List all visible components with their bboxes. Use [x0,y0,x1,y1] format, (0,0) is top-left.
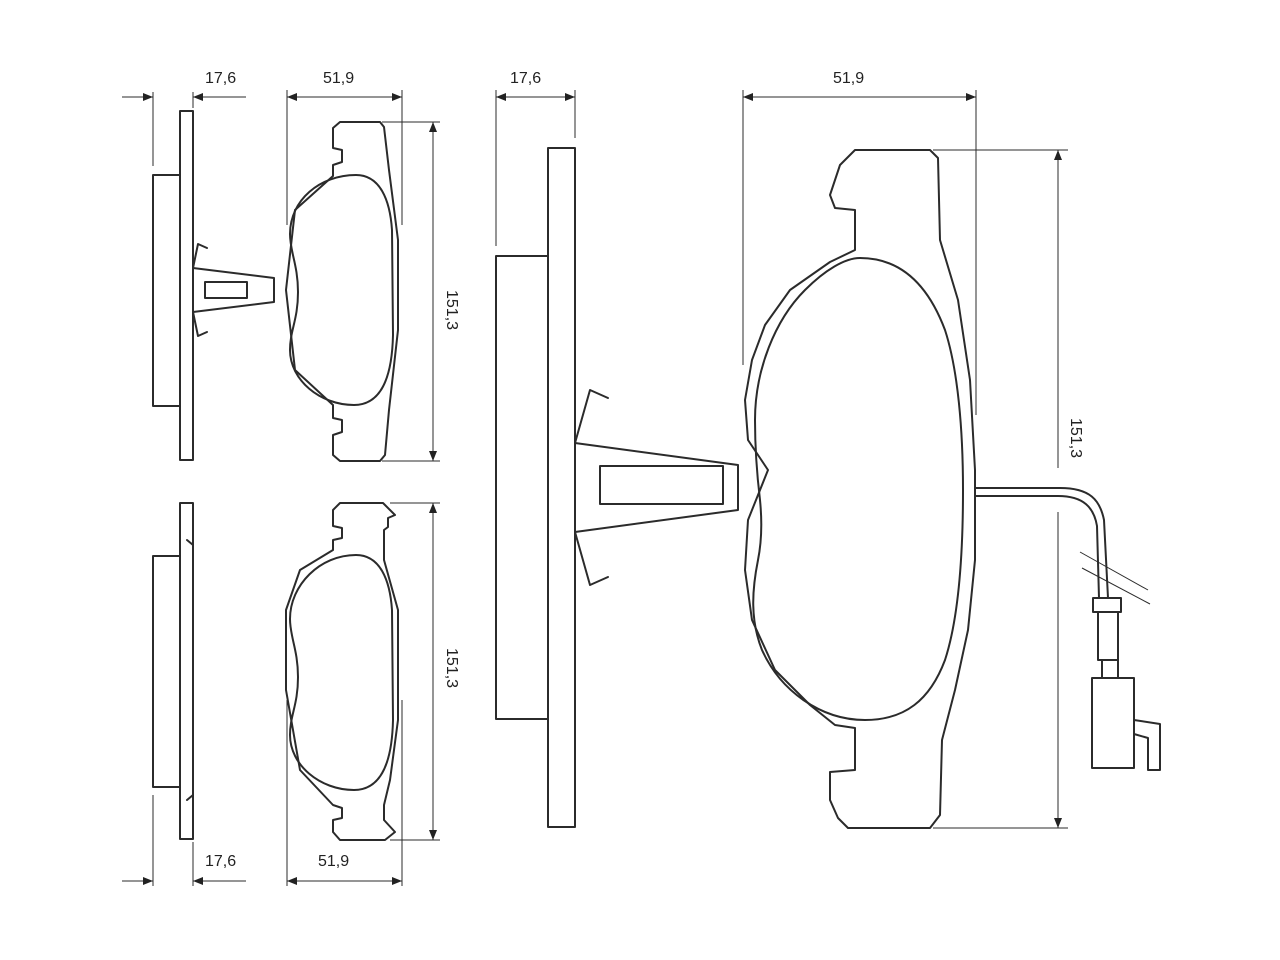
small-top-side-view [152,110,275,461]
large-thickness-dimension: 17,6 [495,70,576,246]
small-top-thickness-label: 17,6 [205,70,236,87]
small-top-width-label: 51,9 [323,70,354,87]
large-height-label: 151,3 [1067,418,1084,458]
large-side-view [495,147,739,828]
small-top-width-dimension: 51,9 [286,70,403,225]
large-front-view [744,149,1161,829]
large-width-dimension: 51,9 [742,70,977,415]
small-bottom-thickness-label: 17,6 [205,853,236,870]
small-bottom-side-view [152,502,194,840]
small-bottom-height-dimension: 151,3 [390,502,460,841]
small-bottom-thickness-dimension: 17,6 [122,795,246,886]
large-width-label: 51,9 [833,70,864,87]
small-bottom-front-view [285,502,399,841]
small-top-front-view [285,121,399,462]
large-height-dimension: 151,3 [933,149,1084,829]
small-top-thickness-dimension: 17,6 [122,70,246,166]
small-top-height-dimension: 151,3 [382,121,460,462]
small-bottom-height-label: 151,3 [443,648,460,688]
small-bottom-width-label: 51,9 [318,853,349,870]
large-thickness-label: 17,6 [510,70,541,87]
small-top-height-label: 151,3 [443,290,460,330]
small-bottom-width-dimension: 51,9 [286,700,403,886]
